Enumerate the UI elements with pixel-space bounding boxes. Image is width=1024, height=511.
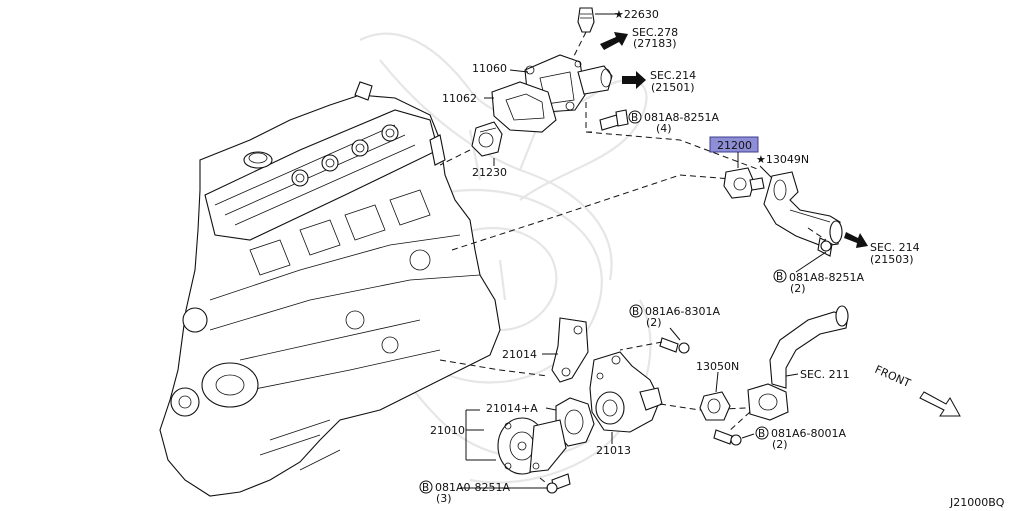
part-label-21010: 21010 [430, 424, 465, 437]
water-pump-housing[interactable] [589, 351, 663, 433]
bolt-081A0-8251A[interactable] [546, 473, 571, 494]
sec278-ref-code: (27183) [633, 37, 677, 50]
outlet-gasket[interactable] [491, 81, 557, 133]
coolant-temp-sensor[interactable] [577, 7, 595, 33]
part-label-13049N: ★13049N [756, 153, 809, 166]
part-label-22630: ★22630 [614, 8, 659, 21]
part-label-13050N: 13050N [696, 360, 739, 373]
bolt-b1-qty: (4) [656, 122, 672, 135]
bolt-b2-circle: B [776, 271, 783, 283]
part-label-11060: 11060 [472, 62, 507, 75]
bolt-b3-circle: B [632, 306, 639, 318]
bolt-b4-circle: B [758, 428, 765, 440]
sec214a-ref[interactable]: SEC.214 [650, 69, 696, 82]
bolt-081A8-8251A-2[interactable] [817, 237, 833, 257]
bolt-b5-circle: B [422, 482, 429, 494]
sec214-arrow-2 [844, 232, 868, 248]
bolt-b4-qty: (2) [772, 438, 788, 451]
part-label-21014A: 21014+A [486, 402, 538, 415]
bolt-081A6-8001A[interactable] [713, 429, 742, 446]
part-label-21013: 21013 [596, 444, 631, 457]
bolt-b3-code: 081A6-8301A [645, 305, 720, 318]
inlet-gasket[interactable] [699, 391, 731, 421]
bolt-b4-code: 081A6-8001A [771, 427, 846, 440]
thermostat-21200[interactable] [723, 167, 765, 199]
part-21200-highlight[interactable] [709, 136, 759, 153]
bolt-081A8-8251A-4[interactable] [599, 109, 629, 131]
bolt-b1-code: 081A8-8251A [644, 111, 719, 124]
sec214a-ref-code: (21501) [651, 81, 695, 94]
bracket-21014[interactable] [551, 317, 589, 383]
inlet-pipe[interactable] [747, 305, 849, 421]
water-pump[interactable] [497, 417, 567, 475]
part-label-21200: 21200 [717, 139, 752, 152]
sec214b-ref-code: (21503) [870, 253, 914, 266]
bolt-081A6-8301A[interactable] [659, 337, 690, 354]
front-arrow-icon [919, 391, 961, 417]
sec214b-ref[interactable]: SEC. 214 [870, 241, 920, 254]
water-inlet-housing[interactable] [763, 171, 843, 247]
bolt-b1-circle: B [631, 112, 638, 124]
sec211-ref[interactable]: SEC. 211 [800, 368, 850, 381]
part-label-21014: 21014 [502, 348, 537, 361]
bolt-b2-qty: (2) [790, 282, 806, 295]
bolt-b2-code: 081A8-8251A [789, 271, 864, 284]
bolt-b5-code: 081A0-8251A [435, 481, 510, 494]
front-label: FRONT [873, 363, 913, 390]
sec214-arrow-1 [622, 71, 646, 89]
bolt-b5-qty: (3) [436, 492, 452, 505]
bolt-b3-qty: (2) [646, 316, 662, 329]
sec278-arrow [600, 32, 628, 50]
part-label-11062: 11062 [442, 92, 477, 105]
part-label-21230: 21230 [472, 166, 507, 179]
thermostat-21230[interactable] [471, 121, 503, 157]
sec278-ref[interactable]: SEC.278 [632, 26, 678, 39]
diagram-code: J21000BQ [949, 496, 1005, 509]
engine-assembly [159, 81, 501, 497]
